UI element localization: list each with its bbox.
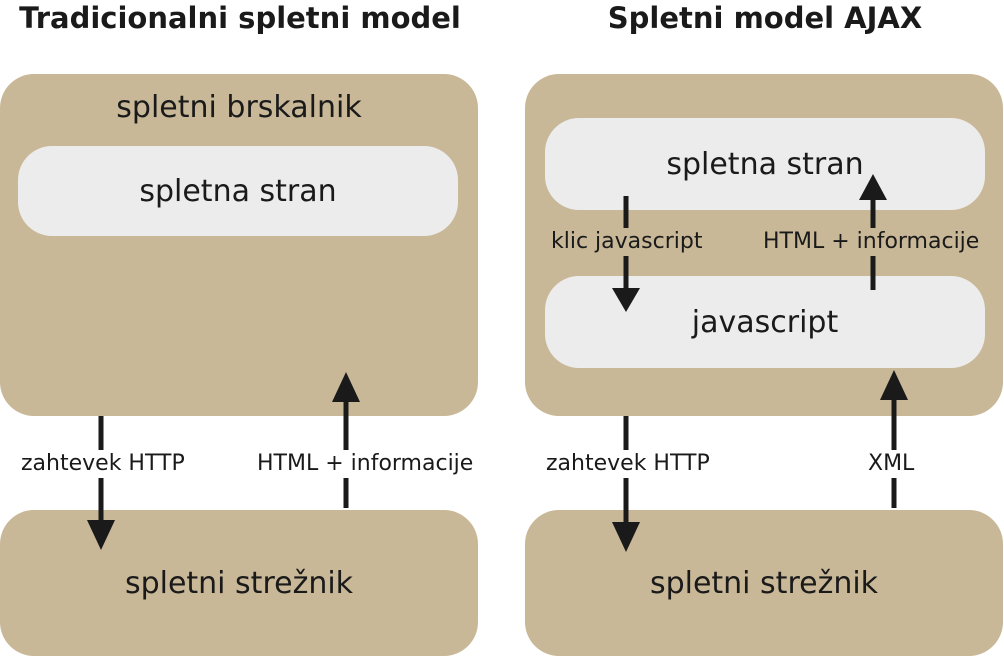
traditional-response-label: HTML + informacije <box>254 450 477 478</box>
traditional-browser-label: spletni brskalnik <box>116 90 362 125</box>
ajax-page-label: spletna stran <box>666 146 864 182</box>
ajax-server-box: spletni strežnik <box>525 510 1003 656</box>
ajax-response-label: XML <box>865 450 918 478</box>
traditional-browser-box: spletni brskalnik <box>0 74 478 416</box>
traditional-server-box: spletni strežnik <box>0 510 478 656</box>
ajax-server-label: spletni strežnik <box>649 565 879 601</box>
traditional-server-label: spletni strežnik <box>124 565 354 601</box>
ajax-js-call-label: klic javascript <box>548 228 706 256</box>
ajax-js-response-label: HTML + informacije <box>760 228 983 256</box>
traditional-page-box: spletna stran <box>18 146 458 236</box>
ajax-javascript-label: javascript <box>691 304 839 340</box>
ajax-javascript-box: javascript <box>545 276 985 368</box>
traditional-model-title: Tradicionalni spletni model <box>19 1 461 35</box>
traditional-page-label: spletna stran <box>139 173 337 209</box>
ajax-model-title: Spletni model AJAX <box>607 1 923 35</box>
ajax-page-box: spletna stran <box>545 118 985 210</box>
ajax-request-label: zahtevek HTTP <box>543 450 713 478</box>
traditional-request-label: zahtevek HTTP <box>18 450 188 478</box>
